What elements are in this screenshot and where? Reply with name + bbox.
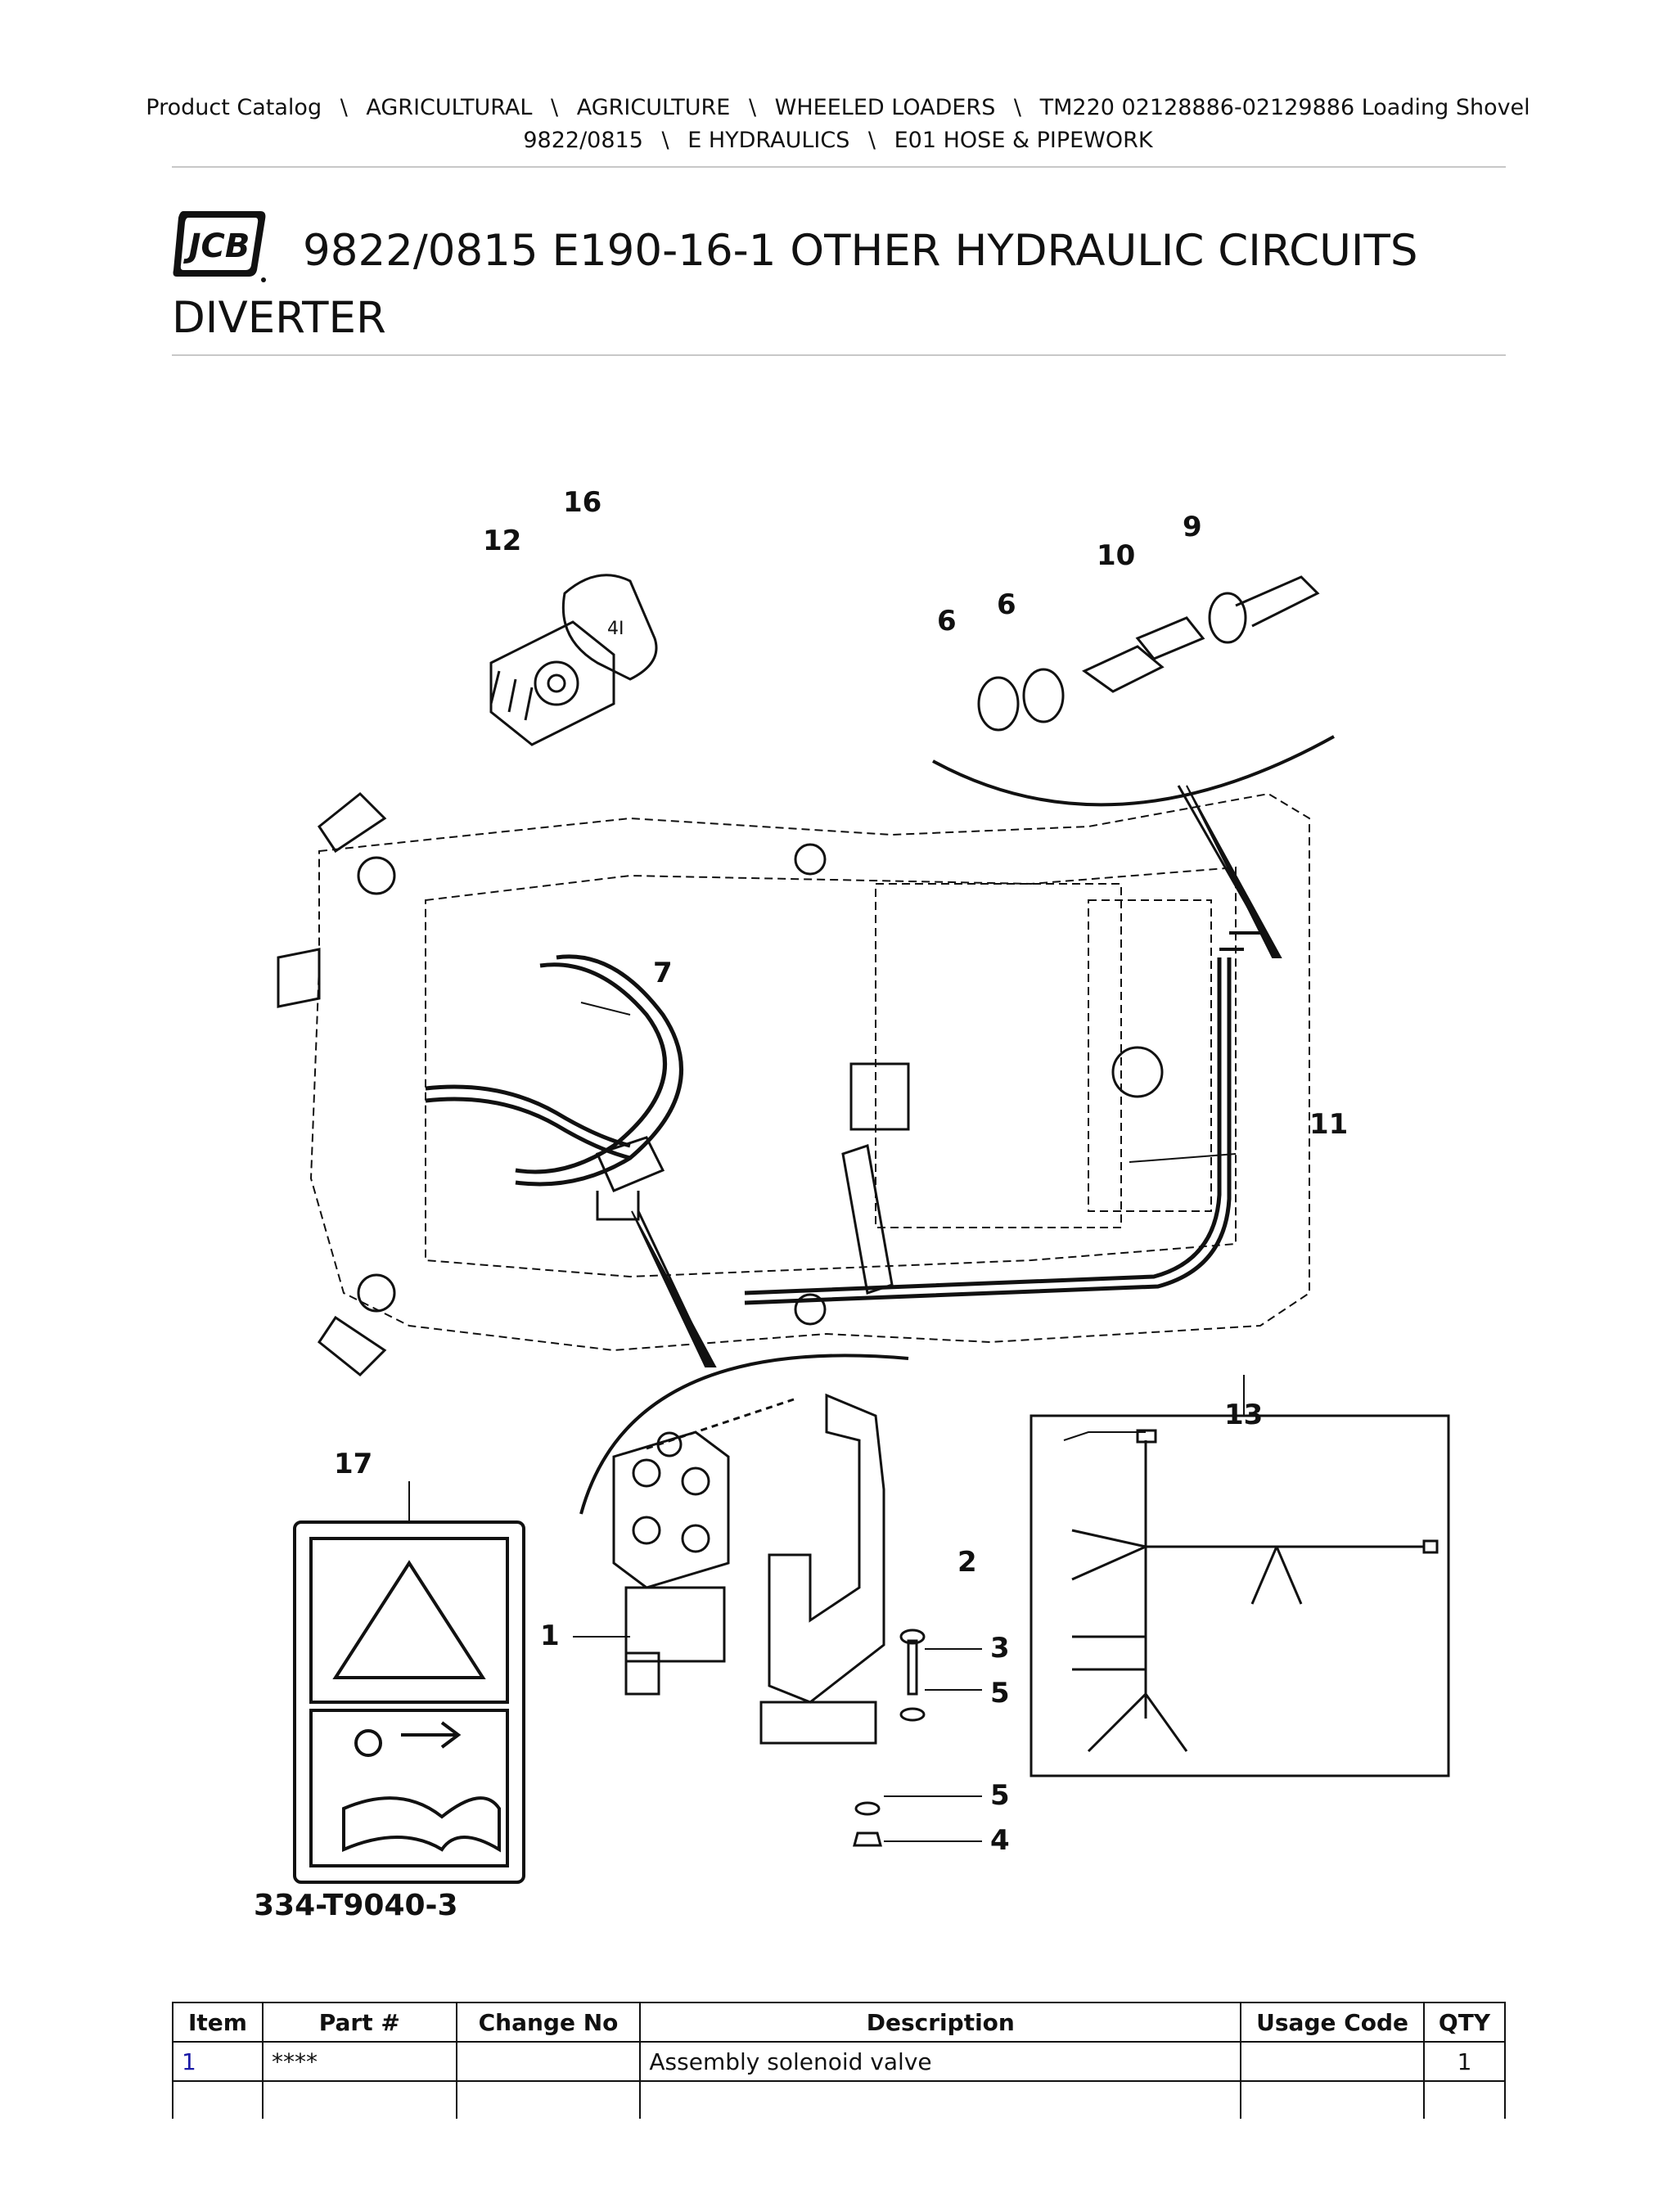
cell-empty	[261, 2080, 457, 2119]
table-header-row: Item Part # Change No Description Usage …	[172, 2002, 1507, 2043]
callout-1: 1	[540, 1620, 560, 1652]
parts-table: Item Part # Change No Description Usage …	[172, 2002, 1507, 2119]
cell-part-number: ****	[261, 2041, 457, 2082]
callout-5: 5	[990, 1677, 1010, 1710]
table-row-empty	[172, 2080, 1507, 2119]
callout-labels: 16 12 9 10 6 6 7 11 17 13 2 1 3 5 5 4	[334, 486, 1348, 1857]
cell-empty	[1422, 2080, 1507, 2119]
jcb-logo: JCB	[173, 211, 266, 282]
cell-qty: 1	[1422, 2041, 1507, 2082]
solenoid-valve	[612, 1398, 795, 1696]
callout-7: 7	[653, 957, 673, 989]
callout-16: 16	[563, 486, 601, 519]
callout-10: 10	[1097, 539, 1135, 572]
page-title-line-1: 9822/0815 E190-16-1 OTHER HYDRAULIC CIRC…	[303, 226, 1418, 276]
breadcrumb-link-hydraulics[interactable]: E HYDRAULICS	[687, 128, 850, 153]
switch-cap: 4I	[561, 574, 658, 681]
magnifier-arc-bottom	[579, 1354, 909, 1515]
callout-5: 5	[990, 1779, 1010, 1812]
breadcrumb-separator: \	[748, 95, 757, 120]
page-title: 9822/0815 E190-16-1 OTHER HYDRAULIC CIRC…	[172, 218, 1514, 352]
callout-17: 17	[334, 1448, 372, 1480]
title-divider	[172, 354, 1506, 356]
cell-empty	[172, 2080, 264, 2119]
breadcrumb-link-product-catalog[interactable]: Product Catalog	[146, 95, 322, 120]
mounting-bracket	[759, 1393, 885, 1745]
cell-description: Assembly solenoid valve	[639, 2041, 1242, 2082]
magnifier-arc-top	[932, 735, 1335, 807]
hose-right	[744, 931, 1260, 1305]
callout-11: 11	[1309, 1108, 1348, 1141]
callout-4: 4	[990, 1824, 1010, 1857]
table-row: 1 **** Assembly solenoid valve 1	[172, 2041, 1507, 2082]
fasteners	[853, 1629, 926, 1847]
column-header-description: Description	[639, 2002, 1242, 2043]
breadcrumb-link-wheeled-loaders[interactable]: WHEELED LOADERS	[774, 95, 996, 120]
cell-item: 1	[172, 2041, 264, 2082]
cell-change-no	[455, 2041, 642, 2082]
cell-empty	[455, 2080, 642, 2119]
breadcrumb-separator: \	[867, 128, 876, 153]
breadcrumb-link-catalog-number[interactable]: 9822/0815	[523, 128, 643, 153]
diagram-reference: 334-T9040-3	[254, 1889, 458, 1922]
breadcrumb-separator: \	[551, 95, 559, 120]
callout-6: 6	[937, 605, 957, 637]
breadcrumb-line-2: 9822/0815 \ E HYDRAULICS \ E01 HOSE & PI…	[0, 124, 1676, 157]
column-header-qty: QTY	[1422, 2002, 1507, 2043]
logo-text: JCB	[183, 228, 250, 265]
hose-lines	[425, 954, 683, 1187]
frame-fittings	[277, 791, 1164, 1377]
breadcrumb: Product Catalog \ AGRICULTURAL \ AGRICUL…	[0, 92, 1676, 157]
column-header-part-number: Part #	[261, 2002, 457, 2043]
valve-in-frame	[595, 1136, 894, 1295]
coupler-assembly	[977, 575, 1320, 732]
cell-empty	[1240, 2080, 1425, 2119]
safety-decal	[293, 1520, 525, 1884]
parts-diagram: 4I	[254, 486, 1450, 1922]
breadcrumb-separator: \	[340, 95, 348, 120]
breadcrumb-line-1: Product Catalog \ AGRICULTURAL \ AGRICUL…	[0, 92, 1676, 124]
breadcrumb-link-agricultural[interactable]: AGRICULTURAL	[366, 95, 533, 120]
chassis-frame	[309, 792, 1310, 1352]
column-header-item: Item	[172, 2002, 264, 2043]
callout-3: 3	[990, 1632, 1010, 1665]
column-header-change-no: Change No	[455, 2002, 642, 2043]
callout-13: 13	[1224, 1399, 1263, 1431]
page-title-line-2: DIVERTER	[172, 293, 386, 343]
breadcrumb-separator: \	[1013, 95, 1022, 120]
callout-12: 12	[483, 525, 521, 557]
wiring-harness-box	[1029, 1414, 1450, 1777]
svg-text:4I: 4I	[607, 619, 624, 639]
breadcrumb-separator: \	[661, 128, 669, 153]
header-divider	[172, 166, 1506, 168]
callout-6: 6	[997, 588, 1016, 621]
callout-9: 9	[1183, 511, 1202, 543]
cell-usage-code	[1240, 2041, 1425, 2082]
breadcrumb-link-model[interactable]: TM220 02128886-02129886 Loading Shovel	[1039, 95, 1530, 120]
item-link[interactable]: 1	[182, 2048, 196, 2075]
breadcrumb-link-agriculture[interactable]: AGRICULTURE	[576, 95, 731, 120]
callout-2: 2	[957, 1546, 977, 1579]
breadcrumb-link-hose-pipework[interactable]: E01 HOSE & PIPEWORK	[894, 128, 1153, 153]
cell-empty	[639, 2080, 1242, 2119]
column-header-usage-code: Usage Code	[1240, 2002, 1425, 2043]
rocker-switch	[489, 620, 615, 746]
